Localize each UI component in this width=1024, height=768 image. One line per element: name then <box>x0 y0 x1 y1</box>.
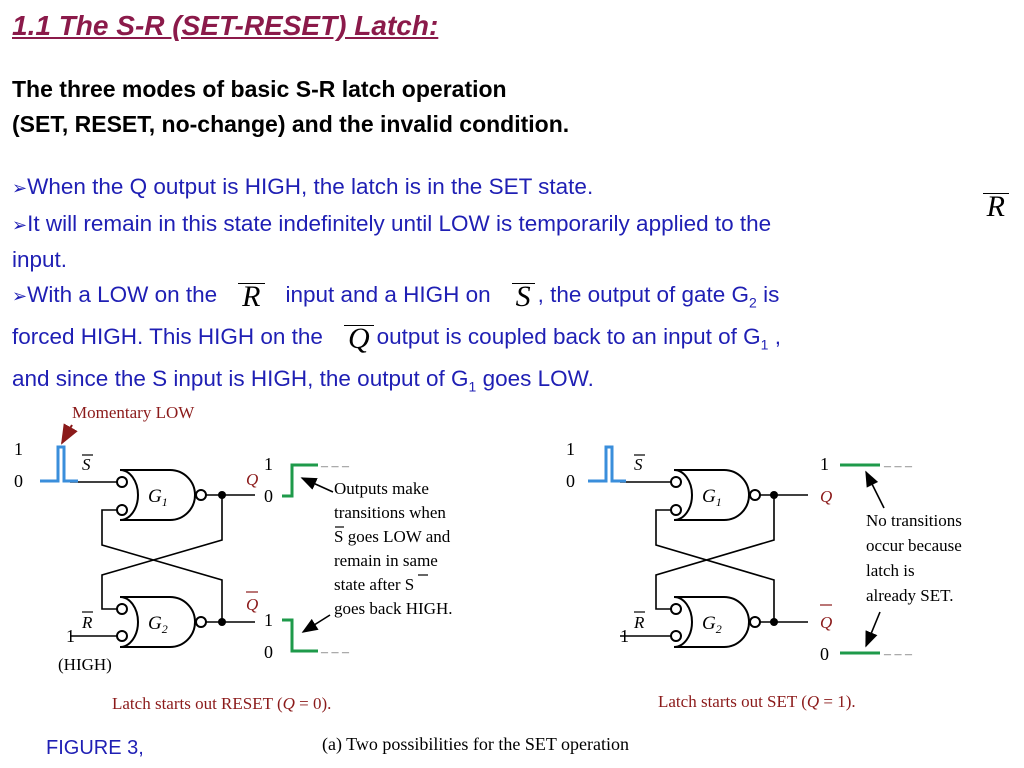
nand-gate-g2 <box>119 596 196 648</box>
r-bar-label-right: R <box>633 613 645 632</box>
bullet-1: ➢When the Q output is HIGH, the latch is… <box>12 174 594 199</box>
svg-text:remain in same: remain in same <box>334 551 438 570</box>
svg-text:latch is: latch is <box>866 561 915 580</box>
r-bar-label: R <box>81 613 93 632</box>
bullet-3-line-3: and since the S input is HIGH, the outpu… <box>12 365 594 395</box>
slide-subtitle: The three modes of basic S-R latch opera… <box>12 72 569 142</box>
high-label: (HIGH) <box>58 655 112 674</box>
subtitle-line-2: (SET, RESET, no-change) and the invalid … <box>12 111 570 137</box>
svg-text:0: 0 <box>820 644 829 664</box>
q-output-label-right: Q <box>820 487 832 506</box>
svg-text:– – –: – – – <box>883 459 913 474</box>
svg-text:0: 0 <box>14 471 23 491</box>
right-wiring <box>620 481 808 637</box>
s-bar-label-right: S <box>634 455 643 474</box>
s-input-waveform <box>40 445 78 483</box>
s-input-waveform-right <box>588 445 626 483</box>
figure-caption: (a) Two possibilities for the SET operat… <box>322 734 629 755</box>
bullet-arrow-icon: ➢ <box>12 178 28 199</box>
svg-text:goes back HIGH.: goes back HIGH. <box>334 599 453 618</box>
svg-text:1: 1 <box>820 454 829 474</box>
svg-text:0: 0 <box>264 486 273 506</box>
outputs-note: Outputs make transitions when S goes LOW… <box>334 479 453 618</box>
bullet-2: ➢It will remain in this state indefinite… <box>12 191 1012 244</box>
left-latch: G1 G2 1 0 S Momentary LOW R 1 (HIGH) <box>14 403 453 713</box>
svg-text:– – –: – – – <box>320 459 350 474</box>
svg-text:state after S: state after S <box>334 575 414 594</box>
svg-text:0: 0 <box>566 471 575 491</box>
svg-text:– – –: – – – <box>320 645 350 660</box>
bullet-arrow-icon: ➢ <box>12 214 28 236</box>
figure-label: FIGURE 3, <box>46 737 144 759</box>
svg-text:1: 1 <box>264 454 273 474</box>
s-bar-label: S <box>82 455 91 474</box>
q-bar-output-label: Q <box>246 595 258 614</box>
right-caption: Latch starts out SET (Q = 1). <box>658 692 856 711</box>
svg-text:1: 1 <box>14 439 23 459</box>
nand-gate-g1-right <box>673 469 750 521</box>
gate-g2-label: G2 <box>148 613 168 636</box>
gate-g2-label-right: G2 <box>702 613 722 636</box>
bullet-arrow-icon: ➢ <box>12 285 28 307</box>
svg-text:1: 1 <box>566 439 575 459</box>
gate-g1-label: G1 <box>148 486 168 509</box>
gate-g1-label-right: G1 <box>702 486 722 509</box>
q-bar-output-label-right: Q <box>820 613 832 632</box>
svg-text:0: 0 <box>264 642 273 662</box>
q-output-waveform <box>282 463 318 498</box>
q-bar-output-waveform <box>282 618 318 653</box>
left-caption: Latch starts out RESET (Q = 0). <box>112 694 331 713</box>
svg-text:– – –: – – – <box>883 647 913 662</box>
s-bar-symbol: S <box>511 281 535 311</box>
r-bar-symbol: R <box>238 281 265 311</box>
r-bar-symbol: R <box>982 191 1009 221</box>
right-latch: G1 G2 1 0 S R 1 1 – – – Q Q 0 – – <box>566 439 962 711</box>
subtitle-line-1: The three modes of basic S-R latch opera… <box>12 76 507 102</box>
q-bar-symbol: Q <box>343 323 374 353</box>
svg-text:S goes LOW and: S goes LOW and <box>334 527 451 546</box>
svg-text:already SET.: already SET. <box>866 586 953 605</box>
svg-text:No transitions: No transitions <box>866 511 962 530</box>
nand-gate-g1 <box>119 469 196 521</box>
svg-text:1: 1 <box>66 626 75 646</box>
bullet-list: ➢When the Q output is HIGH, the latch is… <box>12 170 1012 404</box>
svg-text:Outputs make: Outputs make <box>334 479 429 498</box>
no-transitions-note: No transitions occur because latch is al… <box>866 511 962 605</box>
q-output-label: Q <box>246 470 258 489</box>
svg-text:transitions when: transitions when <box>334 503 446 522</box>
svg-text:1: 1 <box>264 610 273 630</box>
nand-gate-g2-right <box>673 596 750 648</box>
slide-title: 1.1 The S-R (SET-RESET) Latch: <box>12 10 439 41</box>
bullet-2-cont: input. <box>12 247 68 272</box>
left-wiring <box>70 481 255 637</box>
svg-text:occur because: occur because <box>866 536 962 555</box>
svg-text:1: 1 <box>620 626 629 646</box>
momentary-low-label: Momentary LOW <box>72 403 195 422</box>
